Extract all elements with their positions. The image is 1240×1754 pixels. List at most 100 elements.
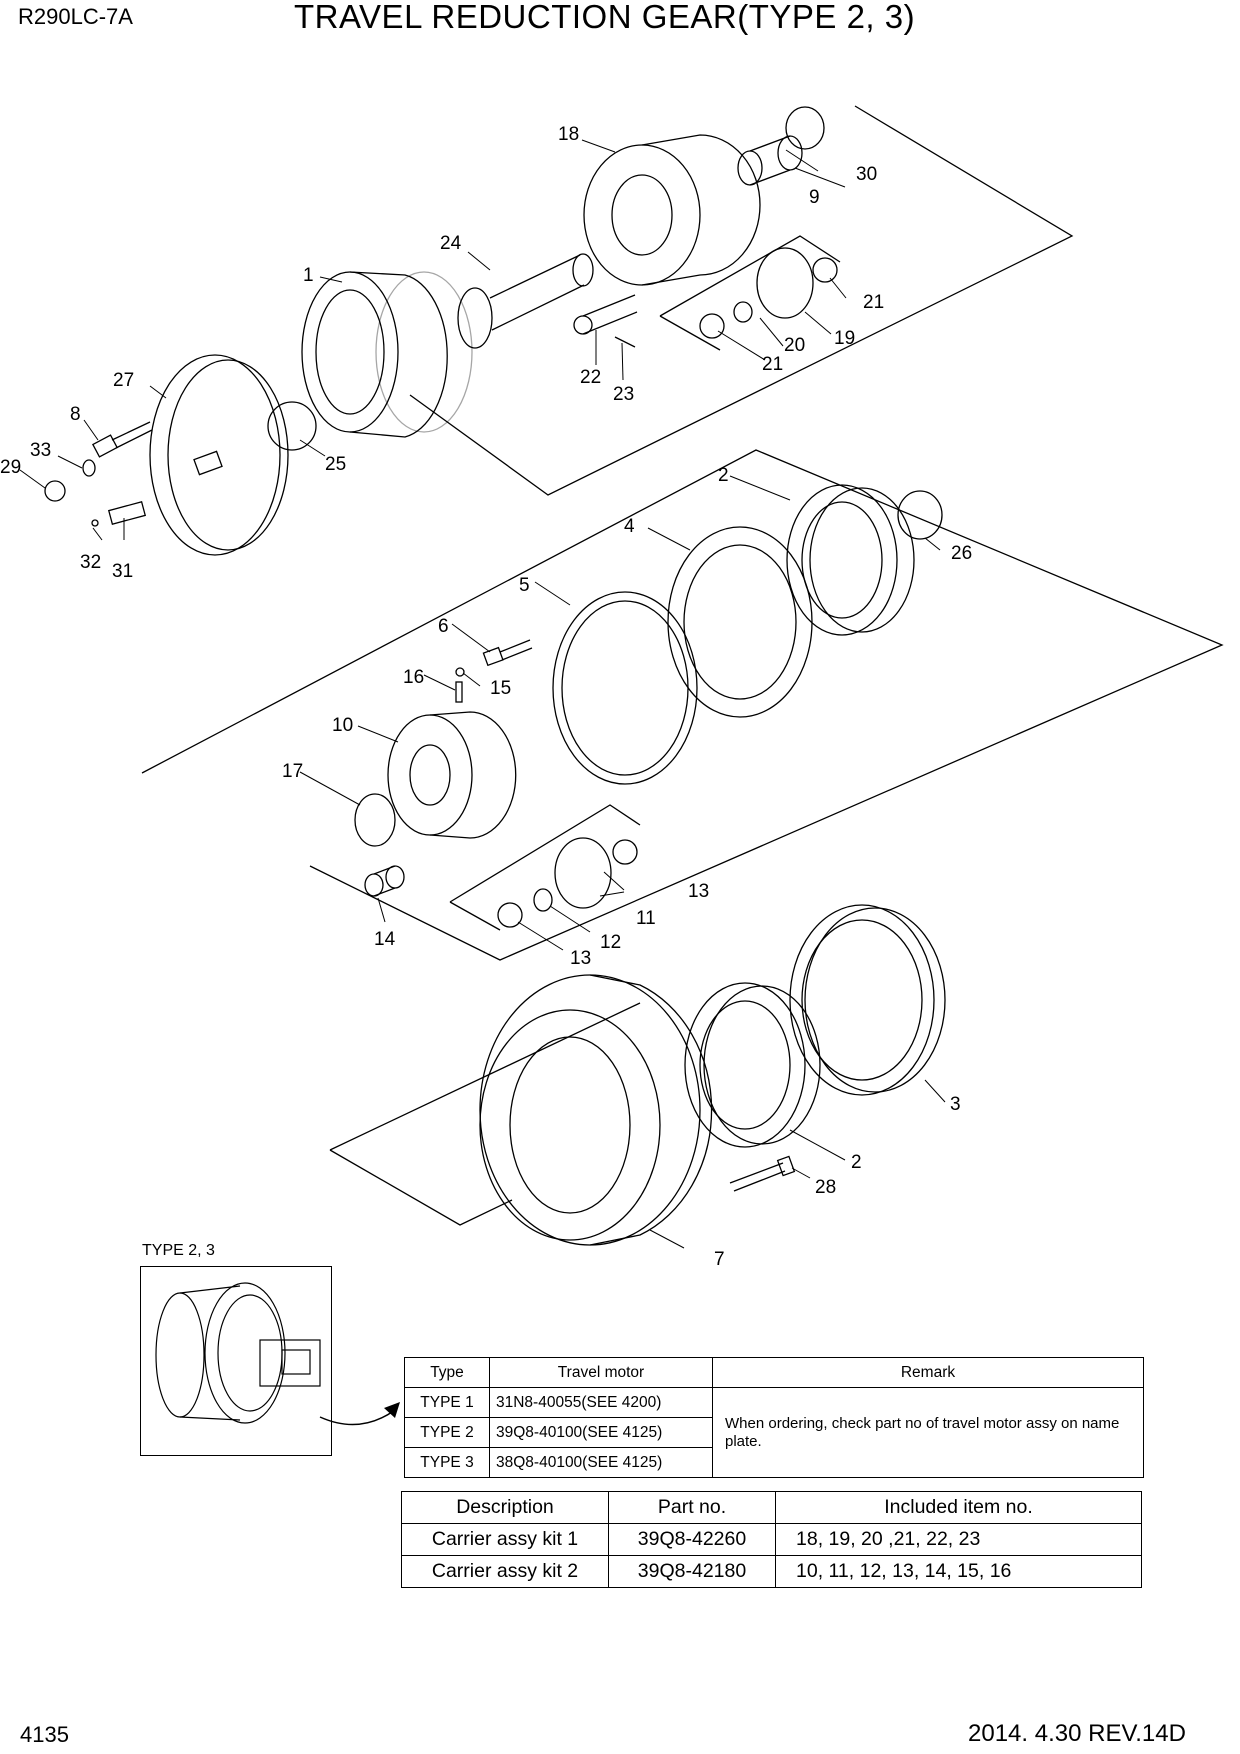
section-outline-bottom [329,1002,641,1151]
callout-9: 9 [809,187,820,208]
callout-31: 31 [112,561,133,582]
callout-6: 6 [438,616,449,637]
part-spacer-ring-4 [667,526,813,718]
part-planet-gear-19 [756,247,814,319]
part-gasket-5 [552,591,698,785]
callout-22: 22 [580,367,601,388]
part-ring-gear-housing [301,271,473,438]
part-thrust-washer-13a [612,839,638,865]
page-title: TRAVEL REDUCTION GEAR(TYPE 2, 3) [294,0,916,35]
part-o-ring [82,459,96,477]
part-snap-ring-30 [785,106,825,150]
part-cap-26 [897,490,943,540]
remark-cell: When ordering, check part no of travel m… [712,1387,1144,1478]
inset-frame [140,1266,332,1456]
callout-20: 20 [784,335,805,356]
included-items-cell: 18, 19, 20 ,21, 22, 23 [775,1523,1142,1556]
part-bolt-28 [729,1155,796,1192]
callout-27: 27 [113,370,134,391]
callout-3: 3 [950,1094,961,1115]
header-remark: Remark [712,1357,1144,1388]
callout-28: 28 [815,1177,836,1198]
part-hub-7 [479,974,713,1246]
sub-group-outline-19 [659,235,841,317]
part-cover-plate [149,354,289,556]
part-bolt-8 [92,421,153,458]
inset-assembly-drawing [155,1282,321,1424]
part-pin-16 [455,681,463,703]
callout-12: 12 [600,932,621,953]
table-header-row: Description Part no. Included item no. [401,1491,1142,1524]
sub-group-outline-11 [449,804,641,903]
callout-5: 5 [519,575,530,596]
part-sleeve-9 [737,135,803,186]
part-thrust-washer-21b [699,313,725,339]
part-floating-seal-3 [789,904,946,1096]
part-name-plate [107,501,147,525]
inset-pointer-arrowhead [384,1402,400,1418]
header-travel-motor: Travel motor [489,1357,713,1388]
travel-motor-type-table: Type Travel motor Remark TYPE 1 31N8-400… [404,1357,1144,1478]
type-cell: TYPE 1 [404,1387,490,1418]
table-row: TYPE 1 31N8-40055(SEE 4200) When orderin… [404,1387,1144,1478]
callout-1: 1 [303,265,314,286]
part-no-cell: 39Q8-42180 [608,1555,776,1588]
table-row: Carrier assy kit 2 39Q8-42180 10, 11, 12… [401,1555,1142,1588]
part-carrier-18 [583,134,761,286]
revision-date: 2014. 4.30 REV.14D [968,1720,1186,1747]
callout-23: 23 [613,384,634,405]
part-pin-15 [455,667,465,677]
part-plug-29 [44,480,66,502]
callout-32: 32 [80,552,101,573]
sub-group-outline-19b [659,315,721,351]
table-row: Carrier assy kit 1 39Q8-42260 18, 19, 20… [401,1523,1142,1556]
part-bearing-2-lower [684,982,821,1148]
motor-cell: 38Q8-40100(SEE 4125) [489,1447,713,1478]
type-cell: TYPE 3 [404,1447,490,1478]
part-bearing-2-upper [786,484,915,636]
callout-25: 25 [325,454,346,475]
callout-4: 4 [624,516,635,537]
header-included-items: Included item no. [775,1491,1142,1524]
part-pin-23 [614,336,636,348]
page-number: 4135 [20,1722,69,1747]
callout-29: 29 [0,457,21,478]
callout-16: 16 [403,667,424,688]
part-sun-gear-17 [354,793,396,847]
motor-cell: 39Q8-40100(SEE 4125) [489,1417,713,1448]
part-carrier-10 [387,711,517,839]
part-needle-bearing-12 [533,888,553,912]
callout-15: 15 [490,678,511,699]
callout-24: 24 [440,233,462,254]
part-thrust-washer-13b [497,902,523,928]
header-description: Description [401,1491,609,1524]
callout-17: 17 [282,761,303,782]
callout-30: 30 [856,164,877,185]
part-needle-bearing-20 [733,301,753,323]
part-screw-32 [91,519,99,527]
model-code: R290LC-7A [18,4,133,29]
callout-11: 11 [636,908,656,929]
part-pin-14 [364,865,405,897]
section-outline-middle [141,449,1224,961]
part-no-cell: 39Q8-42260 [608,1523,776,1556]
part-plug-disc [267,401,317,451]
inset-pointer-arrow [319,1409,396,1426]
description-cell: Carrier assy kit 2 [401,1555,609,1588]
callout-8: 8 [70,404,81,425]
table-header-row: Type Travel motor Remark [404,1357,1144,1388]
header-type: Type [404,1357,490,1388]
part-sun-shaft [457,253,594,349]
callout-26: 26 [951,543,972,564]
table-row: TYPE 3 38Q8-40100(SEE 4125) [404,1447,1144,1478]
callout-19: 19 [834,328,855,349]
callout-14: 14 [374,929,396,950]
callout-2-upper: 2 [718,465,729,486]
included-items-cell: 10, 11, 12, 13, 14, 15, 16 [775,1555,1142,1588]
part-pin-22 [573,294,638,335]
callout-13a: 13 [688,881,709,902]
carrier-kit-table: Description Part no. Included item no. C… [401,1491,1142,1588]
sub-group-outline-11b [449,901,501,931]
callout-10: 10 [332,715,353,736]
